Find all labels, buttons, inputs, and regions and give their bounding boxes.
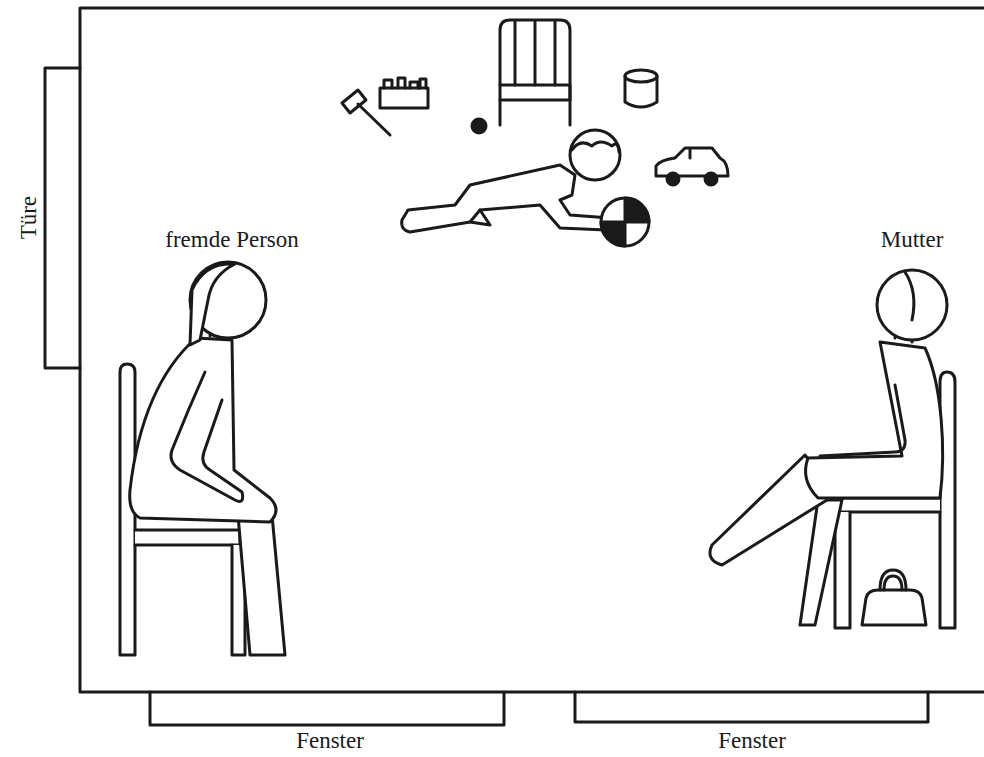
stranger-figure: [120, 262, 285, 655]
window-label: Fenster: [296, 728, 364, 753]
chair-symbol: [500, 20, 570, 125]
door-label: Türe: [16, 196, 41, 239]
window-symbol: [150, 692, 928, 725]
room-wall: [80, 8, 984, 692]
person-label: fremde Person: [165, 227, 299, 252]
door-symbol: [45, 68, 80, 368]
person-label: Mutter: [881, 227, 944, 252]
child-figure: [402, 130, 649, 246]
window-label: Fenster: [718, 728, 786, 753]
mother-figure: [710, 270, 955, 628]
toys: [342, 70, 728, 185]
